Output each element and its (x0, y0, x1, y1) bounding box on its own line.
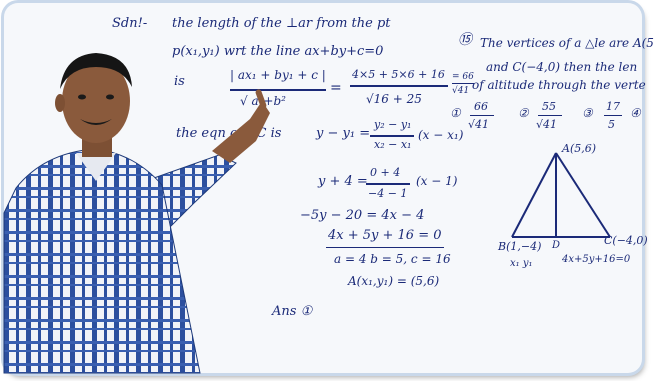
option2-numerator: 55 (542, 100, 556, 113)
step4-underline (326, 247, 444, 248)
teacher-illustration (3, 53, 270, 374)
option3-numerator: 17 (606, 100, 620, 113)
answer: Ans ① (272, 304, 313, 319)
substituted-denominator: √16 + 25 (366, 92, 422, 106)
board-text-line1: the length of the ⊥ar from the pt (172, 16, 391, 31)
face (62, 59, 130, 143)
step3: −5y − 20 = 4x − 4 (300, 208, 425, 223)
question-line3: of altitude through the verte (472, 78, 646, 92)
side-fraction-bar (452, 83, 474, 84)
line-bc-equation: 4x+5y+16=0 (562, 254, 631, 265)
option3-bar (604, 115, 622, 116)
step5: a = 4 b = 5, c = 16 (334, 252, 451, 266)
step1-lhs: y − y₁ = (316, 126, 371, 141)
question-number: ⑮ (458, 32, 472, 48)
raised-arm-skin (212, 101, 270, 163)
solution-label: Sdn!- (112, 16, 148, 31)
option1-denominator: √41 (468, 118, 490, 131)
step1-bar (370, 135, 414, 137)
step1-denominator: x₂ − x₁ (374, 138, 412, 151)
side-ac (555, 152, 611, 238)
whiteboard: Sdn!- the length of the ⊥ar from the pt … (3, 3, 654, 374)
option2-mark: ② (518, 106, 529, 120)
triangle-diagram (511, 152, 611, 238)
mustache (80, 119, 112, 125)
option3-denominator: 5 (608, 118, 615, 131)
pointing-finger (255, 89, 267, 109)
step1-rhs: (x − x₁) (418, 128, 464, 142)
option2-denominator: √41 (536, 118, 558, 131)
distance-formula-equals: = (330, 80, 342, 96)
left-ear (55, 94, 65, 112)
shirt-collar (76, 153, 116, 181)
option3-mark: ③ (582, 106, 593, 120)
step2-bar (366, 183, 410, 185)
option2-bar (538, 115, 562, 116)
substituted-numerator: 4×5 + 5×6 + 16 (352, 68, 445, 81)
right-eye (106, 94, 114, 100)
vertex-a-label: A(5,6) (562, 142, 597, 155)
step4: 4x + 5y + 16 = 0 (328, 228, 442, 243)
substituted-bar (350, 85, 448, 87)
vertex-b-label: B(1,−4) (498, 240, 542, 253)
hair (60, 53, 132, 89)
question-line1: The vertices of a △le are A(5 (480, 36, 654, 50)
step2-numerator: 0 + 4 (370, 166, 401, 179)
option1-mark: ① (450, 106, 461, 120)
vertex-c-label: C(−4,0) (604, 234, 648, 247)
question-line2: and C(−4,0) then the len (486, 60, 638, 74)
side-fraction-numerator: = 66 (452, 72, 474, 82)
board-text-line2: p(x₁,y₁) wrt the line ax+by+c=0 (172, 44, 384, 59)
left-eye (78, 94, 86, 100)
option1-bar (470, 115, 494, 116)
side-fraction-denominator: √41 (452, 86, 470, 96)
step1-numerator: y₂ − y₁ (374, 118, 412, 131)
option1-numerator: 66 (474, 100, 488, 113)
step2-lhs: y + 4 = (318, 174, 368, 189)
board-text-is: is (174, 74, 185, 89)
distance-formula-numerator: | ax₁ + by₁ + c | (230, 68, 326, 82)
distance-formula-bar (230, 89, 326, 91)
foot-d-label: D (552, 240, 561, 251)
side-ab (511, 152, 557, 238)
step2-denominator: −4 − 1 (368, 187, 408, 200)
step6: A(x₁,y₁) = (5,6) (348, 274, 440, 288)
step2-rhs: (x − 1) (416, 174, 458, 188)
b-coordinate-names: x₁ y₁ (510, 258, 533, 269)
option4-mark: ④ (630, 106, 641, 120)
